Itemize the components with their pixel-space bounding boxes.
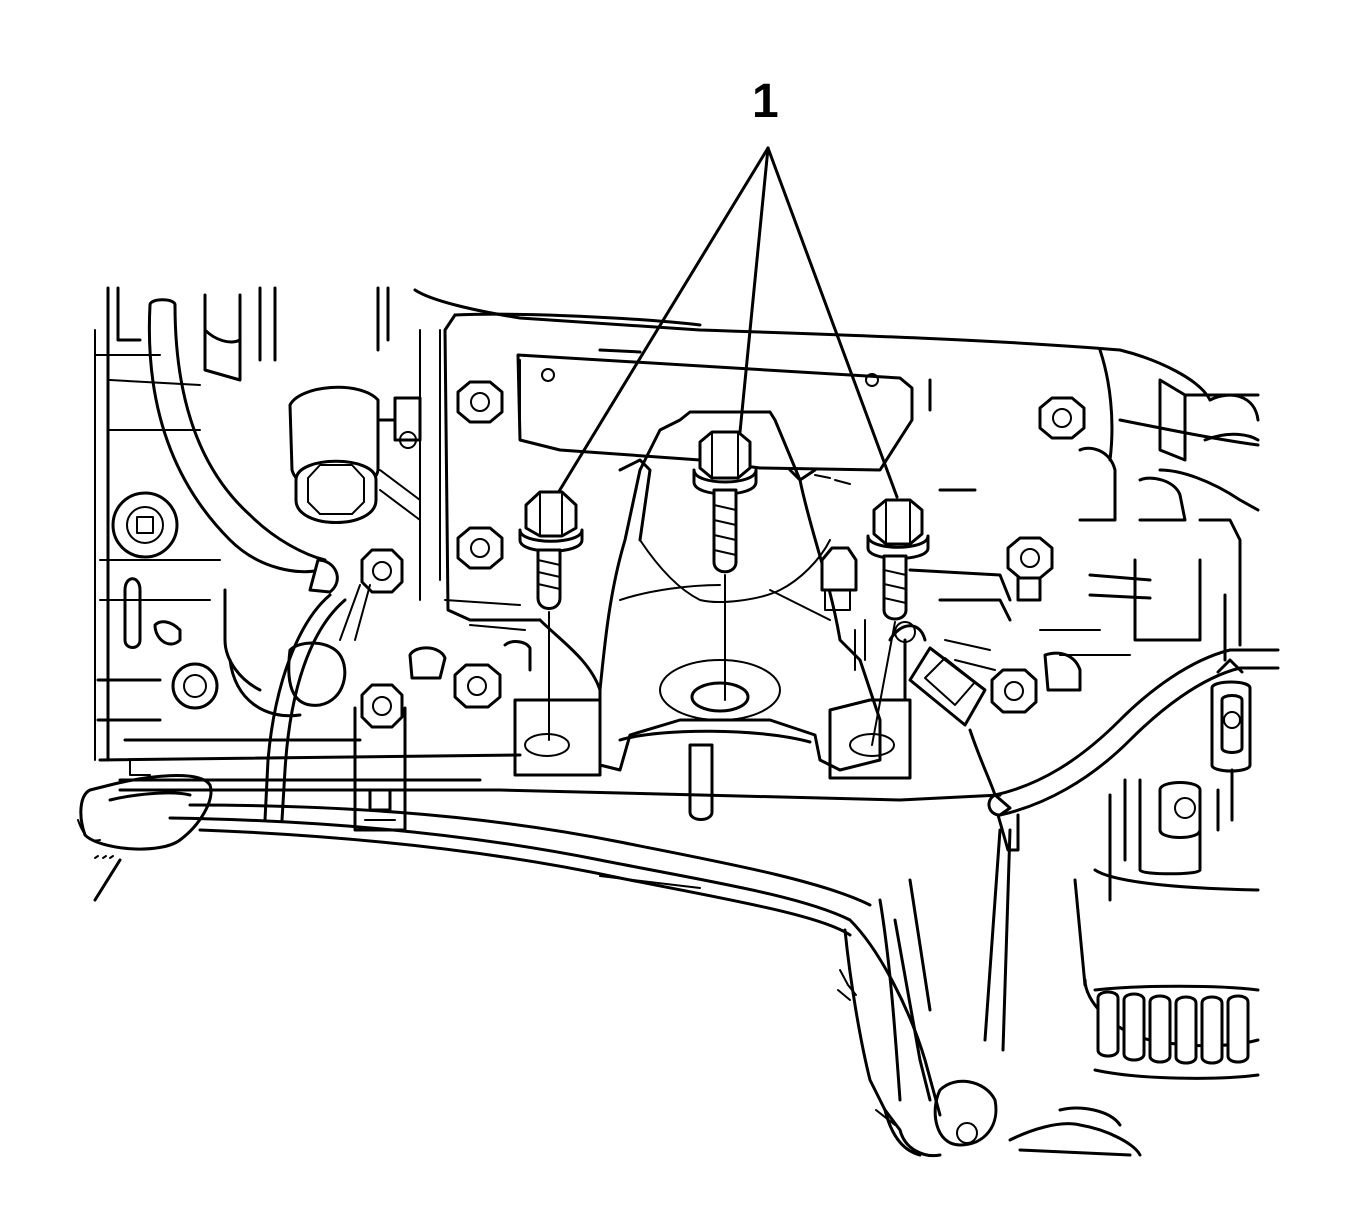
center-right-connector [888,621,987,727]
lower-harness-pipe [118,778,1002,1117]
bolt-right [866,498,930,746]
bolt-center [692,430,758,701]
center-mount-bracket [598,410,882,821]
heat-shield-plate [516,348,914,472]
nut-mid-right [1006,536,1054,602]
housing-nuts [111,380,1086,729]
left-mount-pad [513,698,602,777]
nut-lower-left-a [453,663,502,709]
right-wire-harness [968,648,1280,1052]
stud-right-small [820,546,858,611]
left-hose-clamp [77,774,213,902]
callout-label-1: 1 [752,75,779,128]
nut-left-allen [111,491,179,559]
nut-mid-left [456,526,504,570]
nut-left-lower-stud [360,683,404,729]
nut-lower-right-a [990,668,1038,714]
left-side-components [94,286,447,822]
nut-upper-left [456,380,504,424]
filter-ribs [1093,984,1260,1080]
nut-left-stud [360,548,404,594]
right-side-components [928,378,1260,692]
nut-far-left [171,662,219,710]
lower-engine-block [837,878,1142,1158]
right-mount-pad [828,698,912,780]
bolt-left [518,490,584,741]
nut-upper-right [1038,396,1086,440]
upper-housing [376,286,1260,622]
left-plug-fitting [288,385,422,524]
middle-housing-detail [98,568,1012,776]
right-sensor-connector [1210,658,1252,832]
